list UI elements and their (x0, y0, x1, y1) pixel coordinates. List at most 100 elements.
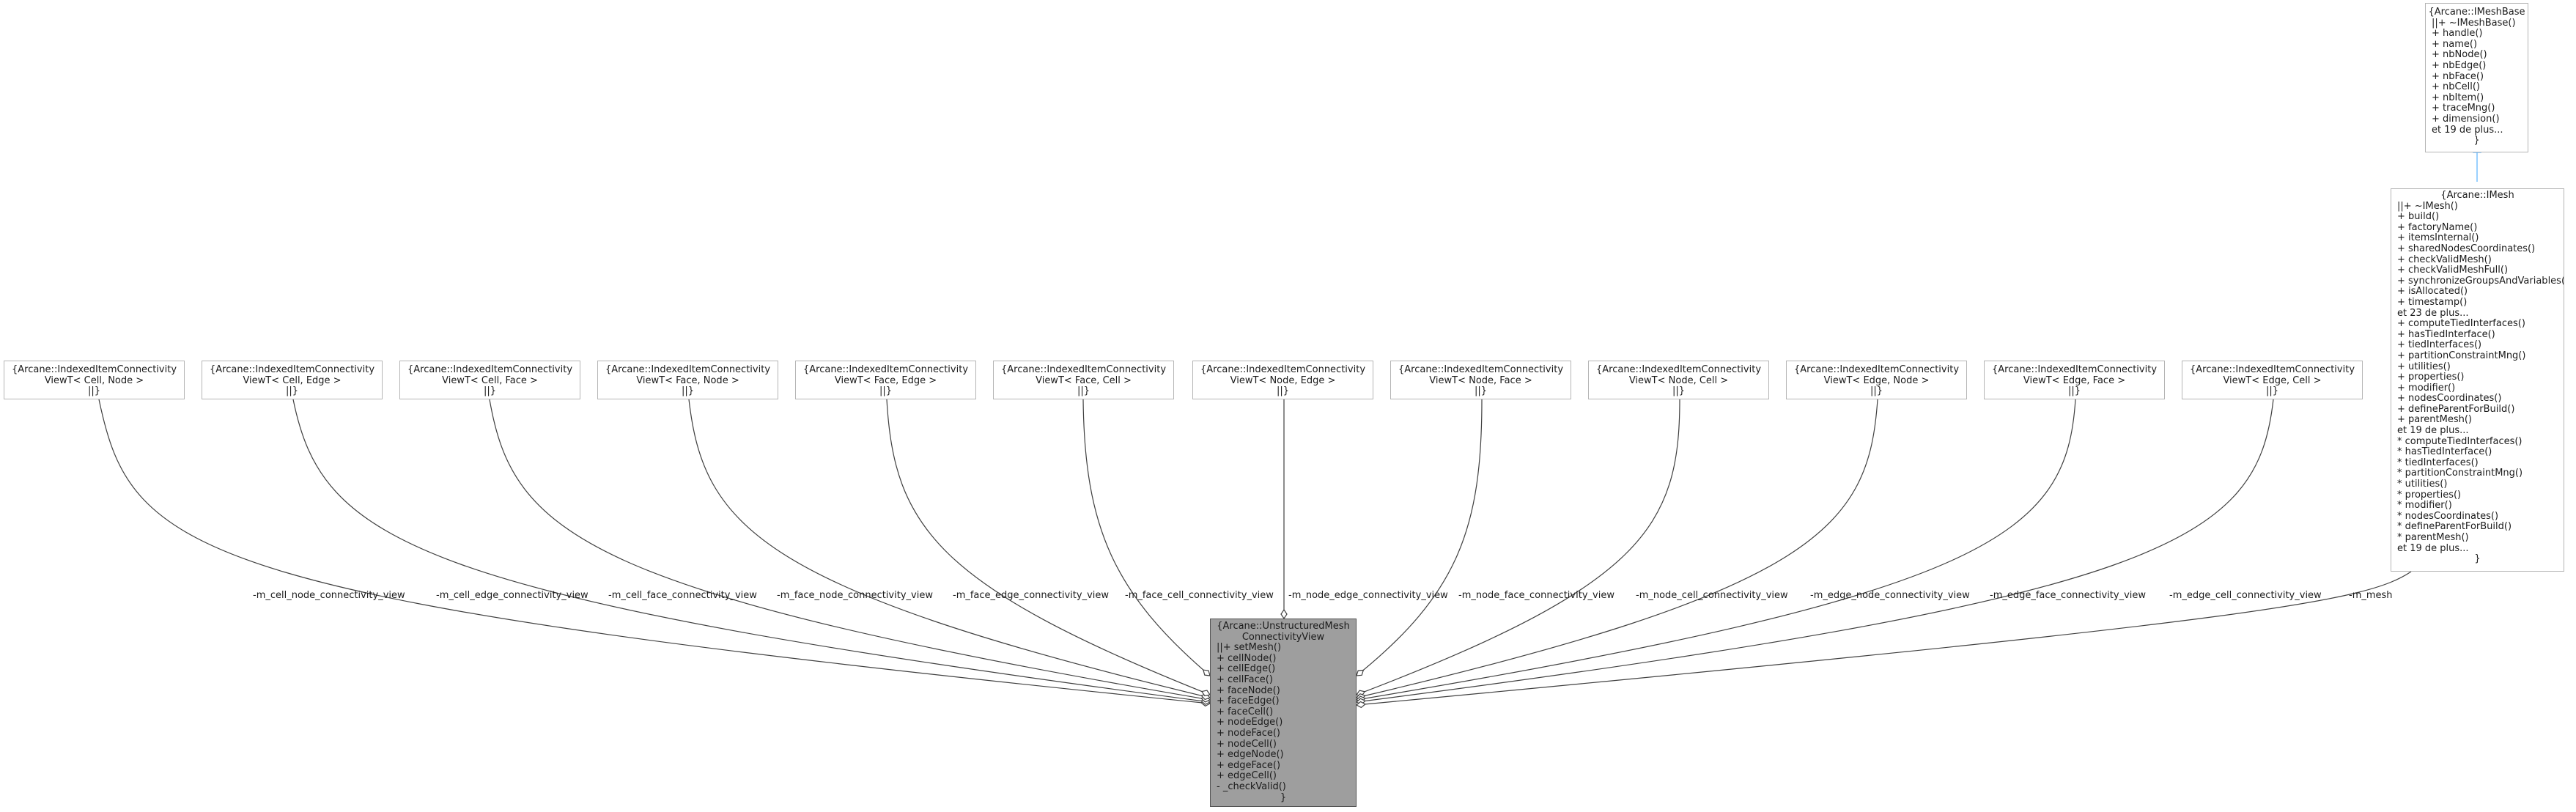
class-close-brace: } (2474, 553, 2481, 565)
class-member: + edgeNode() (1217, 749, 1284, 761)
connector-label: -m_node_edge_connectivity_view (1288, 590, 1448, 601)
class-close-brace: ||} (879, 385, 893, 397)
class-title-line: {Arcane::IndexedItemConnectivity (1991, 364, 2158, 375)
class-member: et 19 de plus... (2397, 425, 2469, 437)
class-member: + nbItem() (2432, 92, 2484, 103)
class-close-brace: ||} (1077, 385, 1090, 397)
class-member: + checkValidMeshFull() (2397, 265, 2509, 276)
class-member: + defineParentForBuild() (2397, 403, 2515, 415)
class-close-brace: ||} (1276, 385, 1290, 397)
class-member: ||+ setMesh() (1217, 642, 1282, 654)
class-member: + nbNode() (2432, 49, 2487, 61)
composition-connector (489, 399, 1210, 700)
class-node-imesh[interactable]: {Arcane::IMesh ||+ ~IMesh()+ build()+ fa… (2391, 188, 2564, 572)
member-list: ||+ ~IMeshBase()+ handle()+ name()+ nbNo… (2426, 18, 2528, 136)
class-member: + name() (2432, 38, 2478, 50)
composition-connector (1357, 399, 2274, 702)
class-title-line: ConnectivityView (1241, 631, 1325, 643)
class-title-line: {Arcane::IndexedItemConnectivity (605, 364, 771, 375)
class-close-brace: ||} (483, 385, 497, 397)
class-member: et 19 de plus... (2397, 542, 2469, 554)
member-list: ||+ ~IMesh()+ build()+ factoryName()+ it… (2391, 201, 2564, 555)
class-member: + factoryName() (2397, 221, 2478, 233)
class-title-line: {Arcane::IMeshBase (2428, 7, 2525, 18)
class-close-brace: ||} (681, 385, 695, 397)
class-member: + computeTiedInterfaces() (2397, 318, 2525, 330)
class-member: + timestamp() (2397, 296, 2468, 308)
class-title-line: {Arcane::IndexedItemConnectivity (1000, 364, 1167, 375)
class-title-line: {Arcane::IndexedItemConnectivity (2189, 364, 2355, 375)
connector-label: -m_face_node_connectivity_view (777, 590, 933, 601)
class-member: + edgeFace() (1217, 759, 1281, 771)
class-close-brace: ||} (2067, 385, 2081, 397)
class-title-line: ViewT< Face, Edge > (834, 374, 937, 386)
member-list: ||+ setMesh()+ cellNode()+ cellEdge()+ c… (1211, 643, 1356, 792)
class-member: + faceNode() (1217, 684, 1280, 696)
class-title-line: {Arcane::IndexedItemConnectivity (1398, 364, 1564, 375)
composition-connector (688, 399, 1210, 698)
class-title-line: {Arcane::IndexedItemConnectivity (802, 364, 969, 375)
class-member: + nodeFace() (1217, 727, 1281, 739)
class-title-line: {Arcane::IndexedItemConnectivity (407, 364, 573, 375)
class-member: * modifier() (2397, 500, 2452, 512)
class-member: + nodeCell() (1217, 738, 1277, 750)
class-member: + cellFace() (1217, 673, 1273, 685)
connector-label: -m_node_cell_connectivity_view (1636, 590, 1788, 601)
class-close-brace: } (1280, 791, 1287, 803)
class-close-brace: ||} (1672, 385, 1686, 397)
composition-connector (292, 399, 1210, 702)
class-member: + nodesCoordinates() (2397, 393, 2502, 405)
class-member: * defineParentForBuild() (2397, 521, 2512, 533)
class-title-line: ViewT< Edge, Face > (2023, 374, 2126, 386)
class-close-brace: ||} (1870, 385, 1883, 397)
class-member: * nodesCoordinates() (2397, 510, 2499, 522)
class-member: * tiedInterfaces() (2397, 457, 2479, 468)
connector-label: -m_face_edge_connectivity_view (953, 590, 1109, 601)
class-title-line: {Arcane::IMesh (2440, 190, 2514, 201)
class-member: + utilities() (2397, 361, 2451, 372)
class-member: + nbCell() (2432, 81, 2480, 93)
class-member: + nodeEdge() (1217, 717, 1283, 728)
class-title-line: {Arcane::IndexedItemConnectivity (11, 364, 177, 375)
class-member: + hasTiedInterface() (2397, 328, 2495, 340)
class-member: + handle() (2432, 28, 2483, 40)
connector-label: -m_node_face_connectivity_view (1458, 590, 1614, 601)
class-member: * utilities() (2397, 479, 2448, 490)
class-title-line: ViewT< Node, Face > (1429, 374, 1532, 386)
class-node-imeshbase[interactable]: {Arcane::IMeshBase ||+ ~IMeshBase()+ han… (2425, 3, 2528, 152)
connector-label: -m_cell_edge_connectivity_view (436, 590, 588, 601)
class-title-line: {Arcane::IndexedItemConnectivity (209, 364, 375, 375)
class-member: + edgeCell() (1217, 770, 1277, 782)
connector-label: -m_face_cell_connectivity_view (1125, 590, 1274, 601)
class-close-brace: ||} (2265, 385, 2279, 397)
connector-label: -m_edge_cell_connectivity_view (2169, 590, 2322, 601)
class-member: * properties() (2397, 489, 2462, 501)
composition-connector (1357, 571, 2412, 705)
class-member: + build() (2397, 211, 2440, 223)
class-member: + nbFace() (2432, 70, 2484, 82)
class-member: + tiedInterfaces() (2397, 339, 2482, 351)
class-member: + traceMng() (2432, 103, 2495, 114)
class-title-line: {Arcane::IndexedItemConnectivity (1793, 364, 1960, 375)
class-member: et 19 de plus... (2432, 124, 2503, 136)
connector-label: -m_edge_node_connectivity_view (1810, 590, 1970, 601)
class-member: + itemsInternal() (2397, 232, 2479, 244)
class-title-line: {Arcane::UnstructuredMesh (1217, 621, 1350, 632)
class-member: + synchronizeGroupsAndVariables() (2397, 275, 2564, 287)
class-close-brace: } (2473, 135, 2480, 147)
class-member: + properties() (2397, 372, 2465, 383)
